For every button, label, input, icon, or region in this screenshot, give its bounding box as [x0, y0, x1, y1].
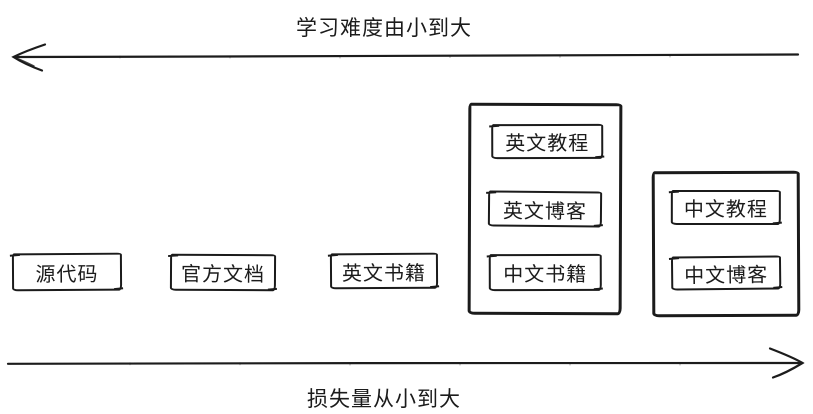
arrow-left-icon [11, 43, 800, 72]
node-english-books: 英文书籍 [329, 252, 439, 290]
node-chinese-blogs: 中文博客 [670, 255, 782, 291]
node-official-docs: 官方文档 [169, 253, 277, 292]
node-chinese-books: 中文书籍 [488, 253, 602, 292]
node-english-tutorials: 英文教程 [491, 123, 604, 160]
node-label: 英文书籍 [341, 262, 427, 285]
group-box-2: 中文教程 中文博客 [651, 170, 801, 318]
bottom-axis-label: 损失量从小到大 [307, 388, 461, 411]
node-label: 中文书籍 [503, 263, 588, 287]
node-label: 中文教程 [683, 198, 768, 222]
node-label: 英文教程 [505, 132, 590, 156]
node-label: 中文博客 [684, 264, 769, 287]
node-label: 官方文档 [180, 263, 266, 287]
top-axis-label: 学习难度由小到大 [296, 17, 472, 40]
node-label: 源代码 [35, 263, 99, 286]
arrow-right-icon [6, 347, 805, 379]
node-source-code: 源代码 [11, 252, 123, 292]
node-label: 英文博客 [502, 200, 588, 223]
node-chinese-tutorials: 中文教程 [670, 189, 781, 226]
group-box-1: 英文教程 英文博客 中文书籍 [467, 102, 623, 316]
node-english-blogs: 英文博客 [487, 190, 603, 228]
